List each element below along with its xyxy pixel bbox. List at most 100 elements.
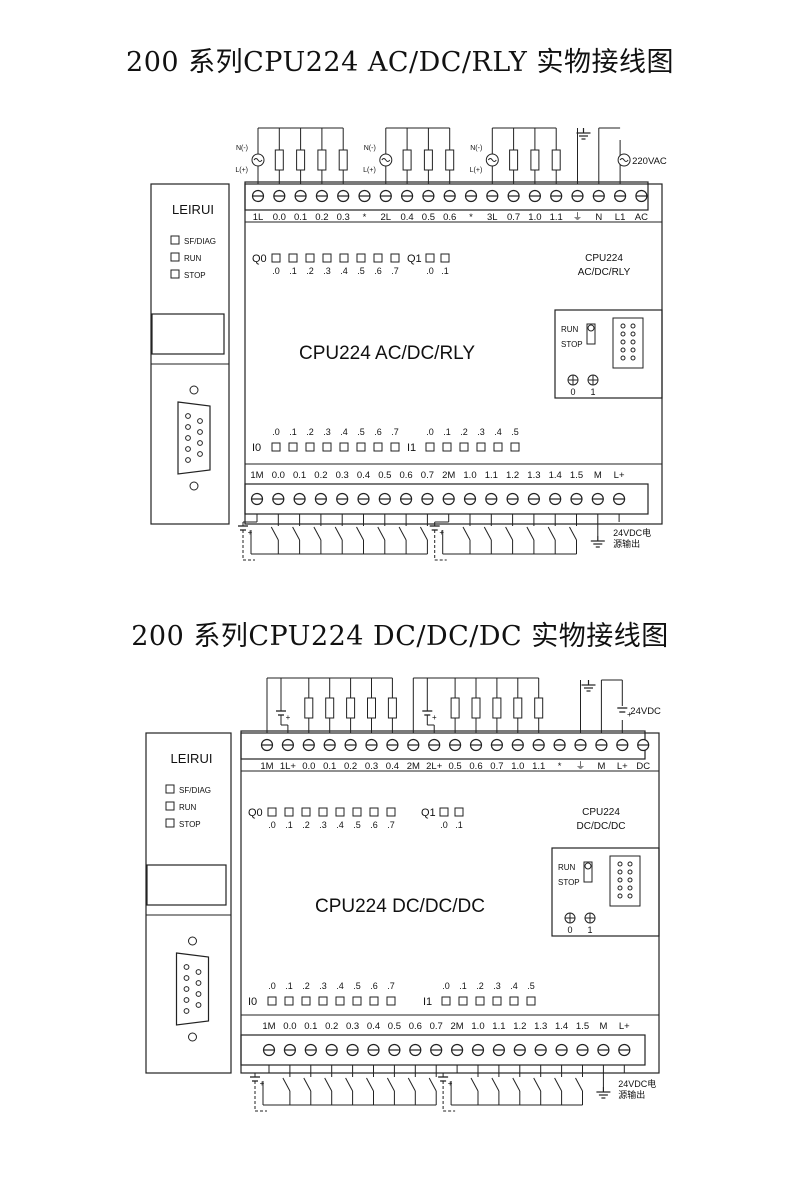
- bottom-terminal-label: 1.0: [471, 1021, 484, 1032]
- output-bit-label: .7: [391, 266, 399, 276]
- bottom-terminal-label: 0.2: [325, 1021, 338, 1032]
- input-switch: [470, 1065, 479, 1105]
- bottom-terminal-label: 0.6: [409, 1021, 422, 1032]
- load-resistor: [530, 149, 540, 171]
- sensor-power-label: 24VDC电: [618, 1078, 656, 1089]
- status-led: [170, 235, 180, 245]
- status-led-label: RUN: [184, 254, 202, 263]
- switch-panel: [554, 309, 663, 399]
- top-terminal-label: 0.7: [490, 761, 503, 772]
- port-pin: [185, 413, 191, 419]
- expansion-pin: [617, 893, 623, 899]
- model-code-label: DC/DC/DC: [577, 821, 626, 832]
- svg-text:+: +: [627, 710, 632, 719]
- load-resistor: [367, 697, 376, 719]
- input-byte-label: I0: [248, 996, 257, 1008]
- output-led: [305, 253, 315, 263]
- output-byte-label: Q0: [252, 253, 267, 265]
- ground-icon: [590, 536, 605, 548]
- port-pin: [195, 969, 202, 975]
- bottom-terminal-label: 0.4: [357, 470, 370, 481]
- input-switch: [526, 514, 535, 554]
- input-led: [322, 442, 332, 452]
- output-led: [267, 807, 277, 817]
- port-pin: [197, 440, 203, 446]
- battery-icon: +: [438, 1076, 453, 1088]
- output-led: [271, 253, 281, 263]
- output-bit-label: .6: [370, 820, 378, 830]
- output-bit-label: .4: [336, 820, 344, 830]
- output-bit-label: .6: [374, 266, 382, 276]
- input-byte-label: I0: [252, 442, 261, 454]
- status-led: [165, 818, 175, 828]
- output-wiring-ac: N(-)L(+)N(-)L(+)N(-)L(+)220VAC: [235, 127, 667, 184]
- load-resistor: [325, 697, 335, 719]
- input-switch: [554, 1065, 563, 1105]
- stop-switch-label: STOP: [558, 878, 580, 887]
- bottom-terminal-label: 0.1: [304, 1021, 317, 1032]
- bottom-terminal-label: 1.0: [463, 470, 476, 481]
- input-byte-label: I1: [423, 996, 432, 1008]
- output-bit-label: .0: [426, 266, 434, 276]
- port-pin: [183, 975, 190, 981]
- expansion-pin: [630, 331, 636, 337]
- output-byte-label: Q1: [421, 807, 436, 819]
- bottom-terminal-label: 2M: [442, 470, 455, 481]
- expansion-pin: [627, 861, 633, 867]
- brand-label: LEIRUI: [171, 751, 213, 766]
- sensor-power-label: 24VDC电: [613, 527, 651, 538]
- source-label: L(+): [235, 167, 248, 174]
- top-terminal-label: ⏚: [573, 212, 583, 223]
- output-led: [301, 807, 311, 817]
- bottom-terminal-block: [240, 1034, 646, 1066]
- input-switch: [491, 1065, 500, 1105]
- input-bit-label: .6: [374, 427, 382, 437]
- input-led: [284, 996, 294, 1006]
- input-switch: [366, 1065, 374, 1105]
- svg-text:+: +: [248, 528, 253, 537]
- model-name-label: CPU224 DC/DC/DC: [315, 896, 485, 917]
- load-resistor: [534, 697, 544, 719]
- input-led: [442, 442, 452, 452]
- expansion-pin: [630, 347, 636, 353]
- bottom-terminal-label: 0.0: [283, 1021, 296, 1032]
- model-code-label: CPU224: [582, 807, 620, 818]
- input-led: [301, 996, 311, 1006]
- input-switch: [533, 1065, 542, 1105]
- load-resistor: [450, 697, 460, 719]
- input-switch: [428, 1065, 437, 1105]
- bottom-terminal-label: L+: [619, 1021, 630, 1032]
- input-bit-label: .5: [511, 427, 519, 437]
- input-led: [526, 996, 536, 1006]
- bottom-terminal-label: 0.1: [293, 470, 306, 481]
- expansion-pin: [617, 877, 623, 883]
- top-terminal-label: 1L: [253, 212, 264, 223]
- expansion-pin: [620, 355, 626, 361]
- input-switch: [575, 1065, 583, 1105]
- input-led: [441, 996, 451, 1006]
- input-bit-label: .2: [306, 427, 314, 437]
- battery-icon: +: [429, 525, 444, 537]
- output-bit-label: .0: [440, 820, 448, 830]
- run-switch-label: RUN: [561, 325, 579, 334]
- input-led: [386, 996, 396, 1006]
- sensor-power-label: 源输出: [613, 538, 640, 549]
- top-terminal-block: [244, 181, 649, 211]
- bottom-terminal-label: 1M: [250, 470, 263, 481]
- port-pin: [185, 435, 191, 441]
- input-switch: [292, 514, 301, 554]
- load-resistor: [338, 149, 348, 171]
- load-group: N(-)L(+): [363, 127, 455, 184]
- load-resistor: [304, 697, 314, 719]
- ground-icon: [581, 680, 596, 692]
- bottom-terminal-label: 0.3: [346, 1021, 359, 1032]
- input-switch: [345, 1065, 354, 1105]
- input-led: [352, 996, 362, 1006]
- input-led: [267, 996, 277, 1006]
- battery-icon: +: [422, 710, 437, 722]
- input-bit-label: .1: [443, 427, 451, 437]
- input-switch: [569, 514, 577, 554]
- bottom-terminal-label: 1.5: [570, 470, 583, 481]
